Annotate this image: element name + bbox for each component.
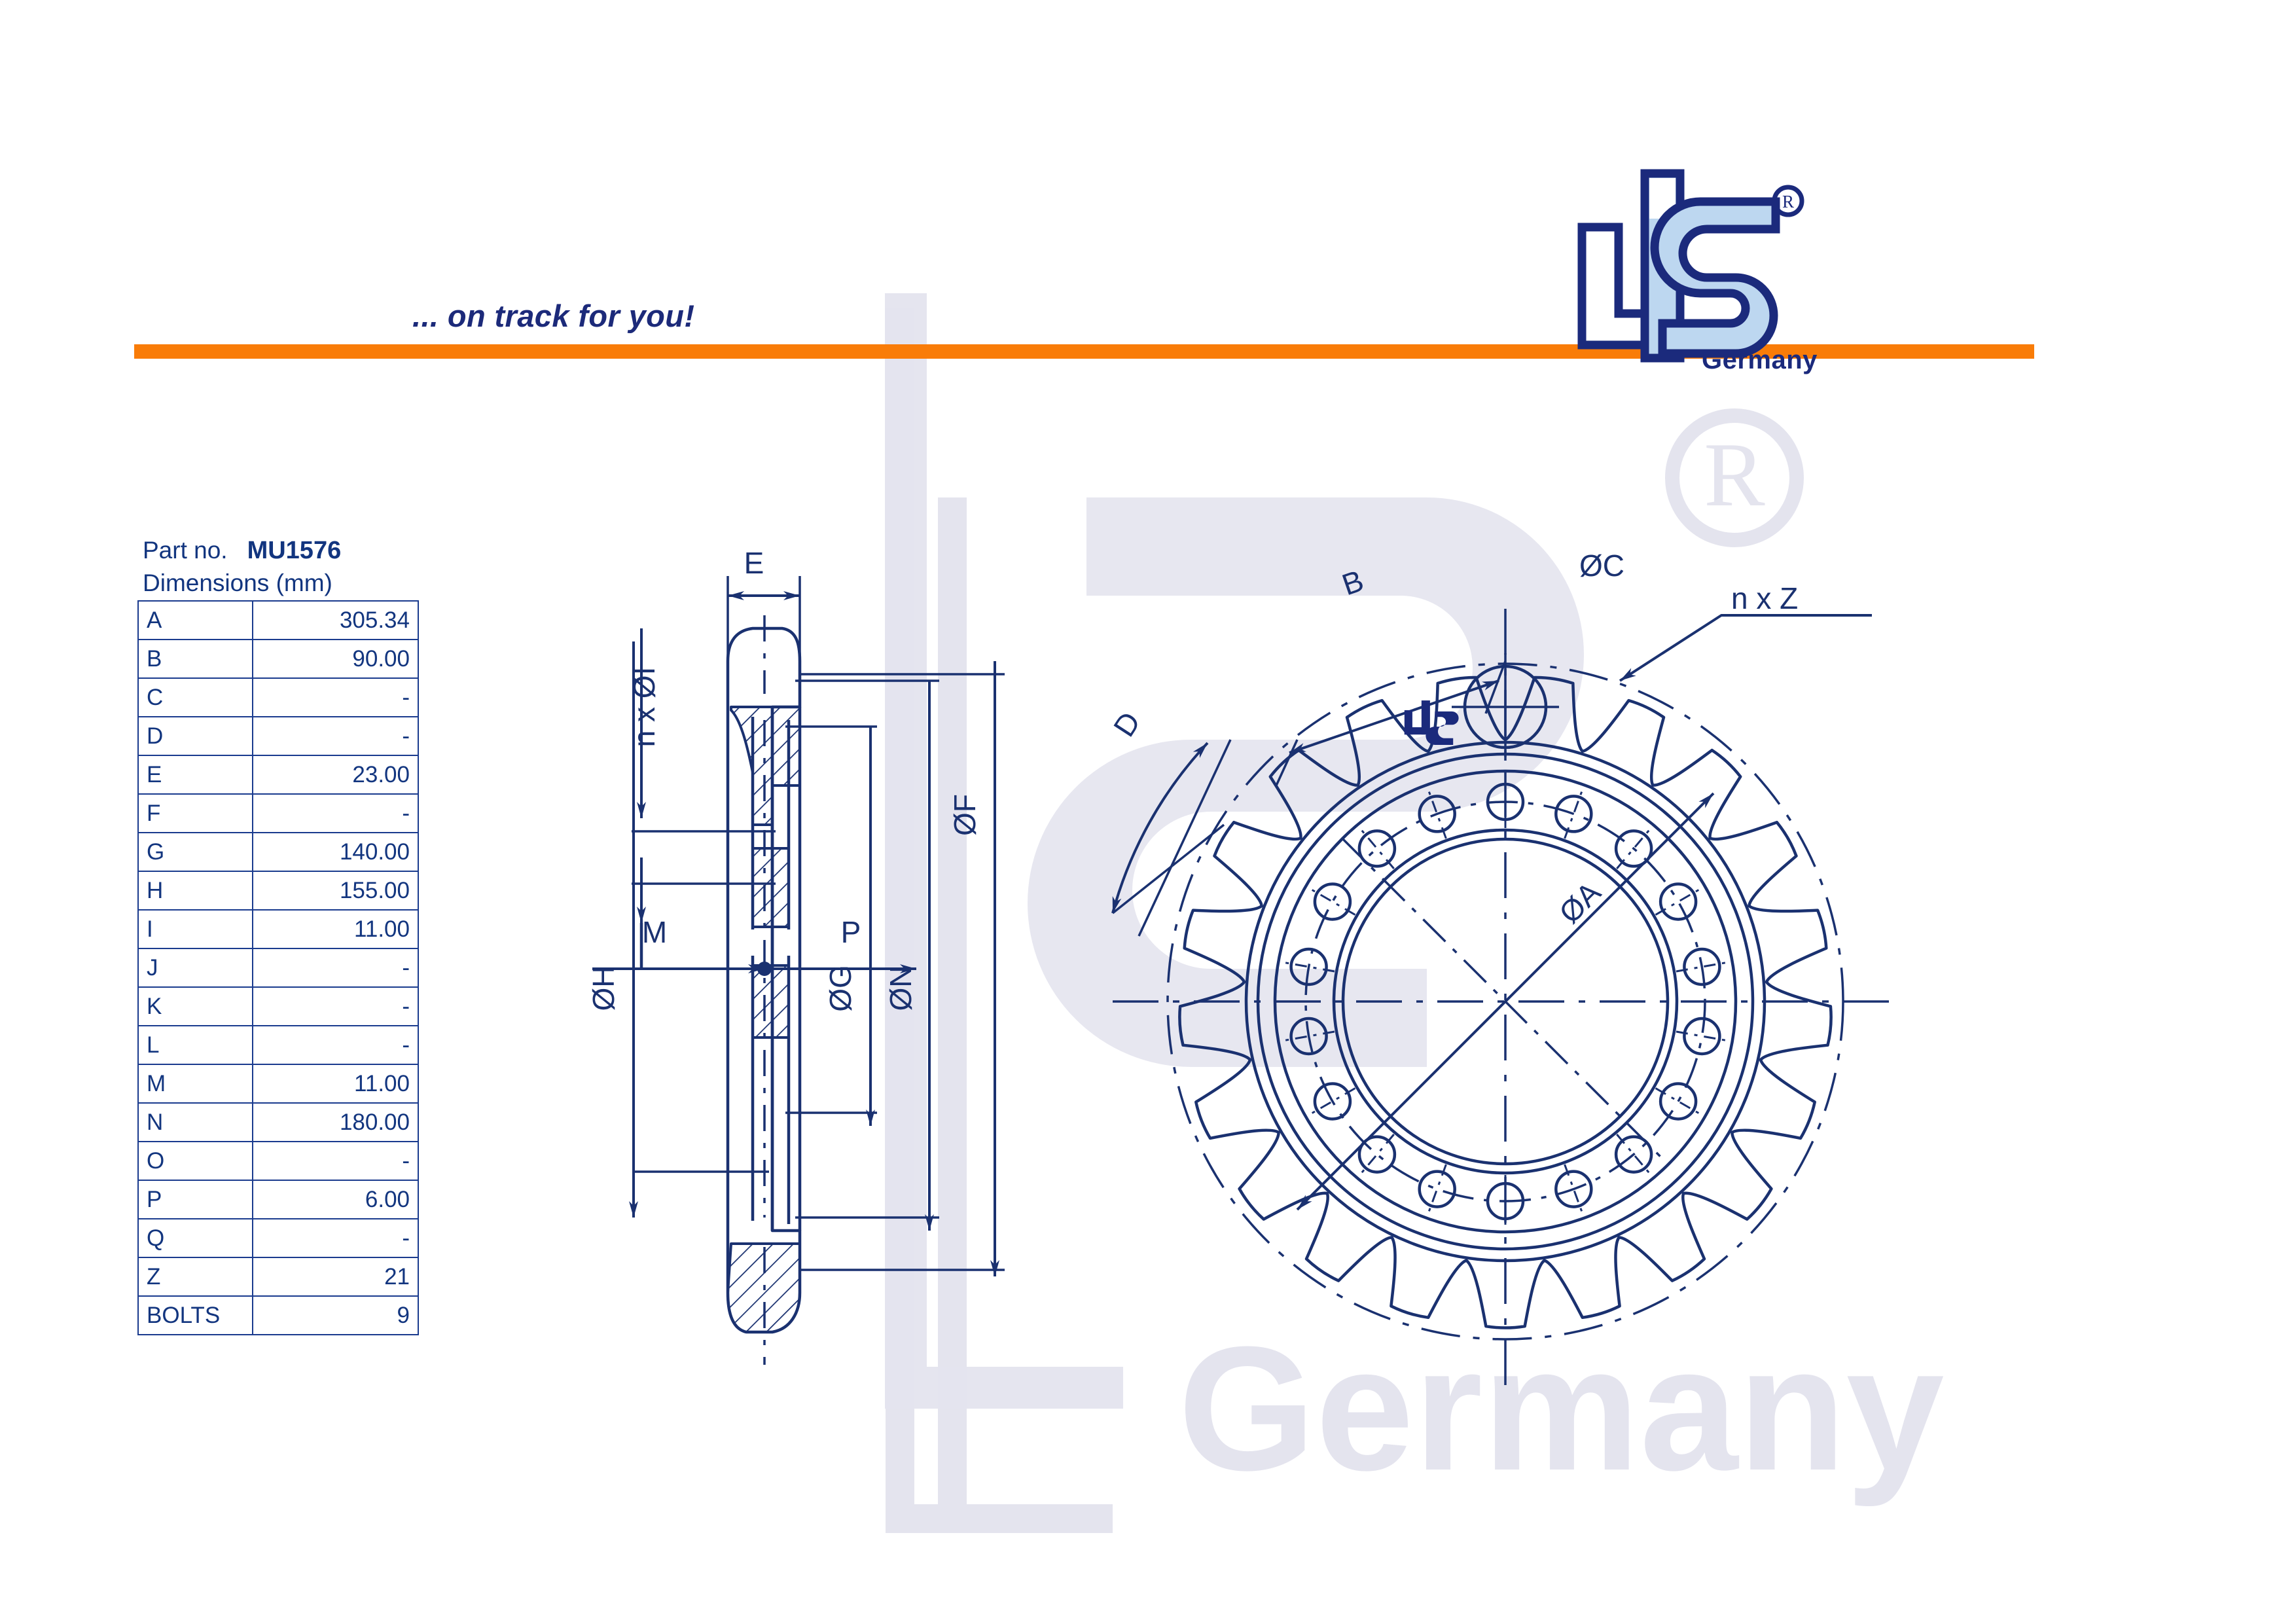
dimension-value: -: [252, 1025, 419, 1065]
part-label: Part no.: [143, 537, 228, 564]
logo-country-label: Germany: [1702, 346, 1818, 374]
dimension-value: 140.00: [252, 832, 419, 872]
label-N: ØN: [884, 966, 918, 1011]
part-number-value: MU1576: [247, 537, 342, 564]
dimension-label: B: [137, 639, 253, 679]
dimension-label: E: [137, 755, 253, 795]
dimension-value: 180.00: [252, 1102, 419, 1142]
dimension-label: N: [137, 1102, 253, 1142]
bolt-hole: [1357, 829, 1397, 868]
dimension-value: 305.34: [252, 600, 419, 640]
dimension-value: 9: [252, 1295, 419, 1335]
logo-letter-s: [1650, 197, 1780, 358]
table-row: D-: [137, 716, 419, 756]
dimension-value: 11.00: [252, 909, 419, 949]
dimension-label: Z: [137, 1257, 253, 1297]
dimension-value: -: [252, 1218, 419, 1258]
svg-text:R: R: [1782, 192, 1794, 211]
dimension-value: 23.00: [252, 755, 419, 795]
lis-logo: R: [1577, 169, 1804, 363]
dimension-value: 90.00: [252, 639, 419, 679]
label-A: ØA: [1552, 875, 1607, 930]
dimension-label: M: [137, 1064, 253, 1104]
label-P: P: [841, 915, 861, 949]
dimension-value: -: [252, 716, 419, 756]
dimension-label: C: [137, 677, 253, 717]
dimension-value: -: [252, 677, 419, 717]
table-row: K-: [137, 986, 419, 1026]
dimension-label: P: [137, 1180, 253, 1219]
dimension-label: G: [137, 832, 253, 872]
table-row: L-: [137, 1025, 419, 1065]
dimension-label: BOLTS: [137, 1295, 253, 1335]
dimensions-header: Dimensions (mm): [143, 569, 332, 596]
dimension-label: A: [137, 600, 253, 640]
table-row: F-: [137, 793, 419, 833]
label-E: E: [744, 546, 764, 580]
dimension-label: I: [137, 909, 253, 949]
tagline: ... on track for you!: [412, 298, 695, 333]
table-row: C-: [137, 677, 419, 717]
dimension-value: -: [252, 986, 419, 1026]
label-nxZ: n x Z: [1731, 581, 1798, 615]
label-G: ØG: [823, 965, 857, 1012]
dimension-value: -: [252, 948, 419, 988]
dimension-label: D: [137, 716, 253, 756]
dimension-label: L: [137, 1025, 253, 1065]
dimension-value: 11.00: [252, 1064, 419, 1104]
dimension-value: -: [252, 793, 419, 833]
bolt-hole: [1313, 882, 1352, 921]
dimension-label: O: [137, 1141, 253, 1181]
bolt-hole: [1418, 1170, 1456, 1208]
dimension-value: 6.00: [252, 1180, 419, 1219]
label-H: ØH: [586, 966, 620, 1011]
dimension-label: H: [137, 871, 253, 911]
label-M: M: [642, 915, 667, 949]
dimension-label: F: [137, 793, 253, 833]
dimension-value: -: [252, 1141, 419, 1181]
dimension-value: 155.00: [252, 871, 419, 911]
table-row: O-: [137, 1141, 419, 1181]
label-B: B: [1338, 563, 1368, 602]
table-row: J-: [137, 948, 419, 988]
label-nxI: n x ØI: [627, 667, 661, 748]
bolt-hole: [1683, 1017, 1721, 1056]
part-number-line: Part no. MU1576: [137, 537, 419, 565]
bolt-hole: [1659, 882, 1698, 921]
label-D: D: [1107, 706, 1147, 742]
label-F: ØF: [948, 794, 982, 836]
dimension-label: Q: [137, 1218, 253, 1258]
dimension-value: 21: [252, 1257, 419, 1297]
table-row: Q-: [137, 1218, 419, 1258]
registered-icon: [1772, 185, 1804, 217]
dimension-label: K: [137, 986, 253, 1026]
label-C: ØC: [1579, 549, 1624, 583]
dimension-label: J: [137, 948, 253, 988]
